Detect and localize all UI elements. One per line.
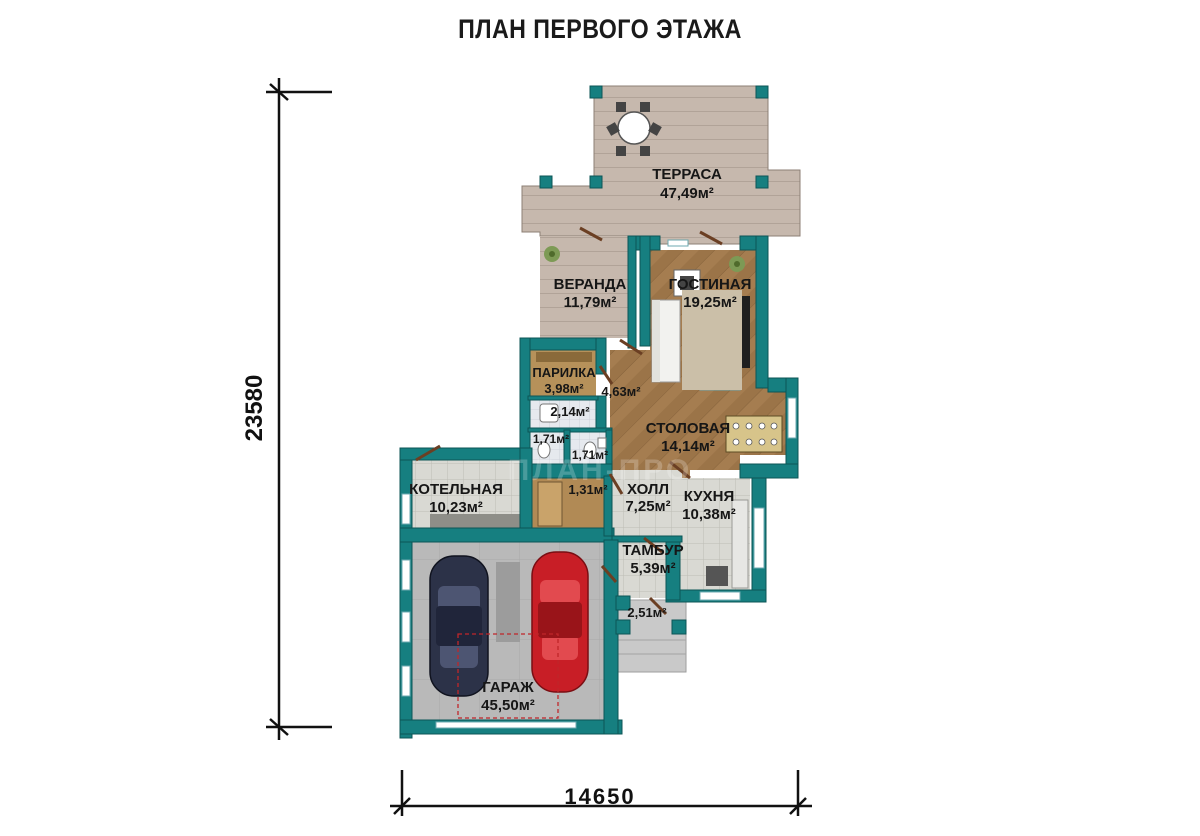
width-dimension-label: 14650 <box>564 784 635 809</box>
terrace-name: ТЕРРАСА <box>652 166 722 183</box>
room-labels: ТЕРРАСА 47,49м² ВЕРАНДА 11,79м² ГОСТИНАЯ… <box>409 166 751 714</box>
width-dimension <box>390 770 812 816</box>
living-name: ГОСТИНАЯ <box>669 276 752 293</box>
terrace-floor <box>521 85 801 245</box>
parking-outline <box>457 633 559 719</box>
sauna-name: ПАРИЛКА <box>532 365 596 380</box>
terrace-area: 47,49м² <box>660 185 714 202</box>
kitchen-name: КУХНЯ <box>684 488 734 505</box>
car-icon <box>429 555 489 697</box>
car-icon <box>531 551 589 693</box>
plan-title: ПЛАН ПЕРВОГО ЭТАЖА <box>458 14 742 44</box>
boiler-area: 10,23м² <box>429 499 483 516</box>
hall-area: 7,25м² <box>625 498 670 515</box>
sauna-area: 3,98м² <box>544 381 584 396</box>
living-furniture <box>651 269 750 390</box>
vestibule-name: ТАМБУР <box>622 542 683 559</box>
garage-area: 45,50м² <box>481 697 535 714</box>
dining-name: СТОЛОВАЯ <box>646 420 730 437</box>
height-dimension <box>266 78 332 740</box>
porch-area: 2,51м² <box>627 605 667 620</box>
terrace-table <box>606 102 662 156</box>
wc2-area: 1,71м² <box>572 448 608 462</box>
hall-floor <box>612 470 682 538</box>
vestibule-area: 5,39м² <box>630 560 675 577</box>
dining-area: 14,14м² <box>661 438 715 455</box>
storage-area: 1,31м² <box>568 482 608 497</box>
wc1-area: 1,71м² <box>533 432 569 446</box>
wash-area: 4,63м² <box>601 384 641 399</box>
veranda-name: ВЕРАНДА <box>554 276 627 293</box>
veranda-area: 11,79м² <box>564 294 617 311</box>
shower-area: 2,14м² <box>550 404 590 419</box>
dining-table <box>725 415 783 453</box>
hall-name: ХОЛЛ <box>627 481 669 498</box>
boiler-name: КОТЕЛЬНАЯ <box>409 481 503 498</box>
kitchen-area: 10,38м² <box>682 506 736 523</box>
plant-icon <box>544 246 745 272</box>
bathroom-fixtures <box>537 403 607 459</box>
doors <box>415 226 723 616</box>
garage-name: ГАРАЖ <box>482 679 534 696</box>
height-dimension-label: 23580 <box>241 375 268 442</box>
watermark: ПЛАН-ПРО <box>508 454 692 487</box>
living-area: 19,25м² <box>683 294 737 311</box>
